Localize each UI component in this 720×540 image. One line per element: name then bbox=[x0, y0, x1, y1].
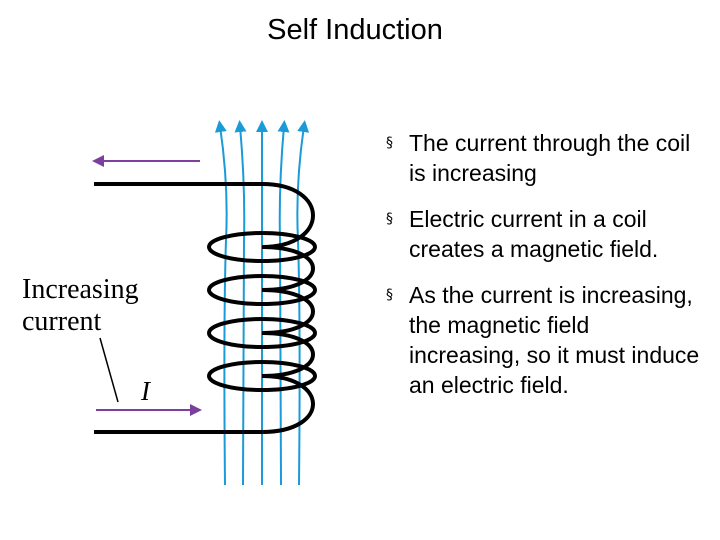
bullet-marker-icon: § bbox=[386, 135, 393, 151]
current-arrows bbox=[92, 155, 202, 416]
bullet-item: § Electric current in a coil creates a m… bbox=[386, 204, 706, 264]
increasing-label-line1: Increasing bbox=[22, 274, 139, 305]
coil-loop bbox=[207, 274, 317, 306]
coil-turn-back bbox=[261, 331, 315, 378]
coil-turn-back bbox=[261, 182, 315, 249]
bullet-text: Electric current in a coil creates a mag… bbox=[409, 206, 659, 262]
coil-loop bbox=[207, 317, 317, 349]
slide-title: Self Induction bbox=[267, 14, 443, 46]
current-symbol: I bbox=[140, 376, 152, 406]
bullet-list: § The current through the coil is increa… bbox=[386, 128, 706, 416]
coil-loop bbox=[207, 360, 317, 392]
field-line bbox=[296, 120, 310, 486]
coil-turn-back bbox=[261, 374, 315, 434]
bullet-text: The current through the coil is increasi… bbox=[409, 130, 691, 186]
bullet-text: As the current is increasing, the magnet… bbox=[409, 282, 700, 398]
bullet-marker-icon: § bbox=[386, 211, 393, 227]
field-line bbox=[234, 120, 247, 486]
increasing-label-line2: current bbox=[22, 306, 102, 337]
label-pointer-line bbox=[99, 337, 119, 403]
bullet-item: § As the current is increasing, the magn… bbox=[386, 280, 706, 400]
field-line bbox=[277, 120, 290, 486]
solenoid-coil-icon bbox=[94, 182, 317, 434]
coil-loop bbox=[207, 231, 317, 263]
bullet-item: § The current through the coil is increa… bbox=[386, 128, 706, 188]
bullet-marker-icon: § bbox=[386, 287, 393, 303]
coil-turn-back bbox=[261, 288, 315, 335]
coil-turn-back bbox=[261, 245, 315, 292]
